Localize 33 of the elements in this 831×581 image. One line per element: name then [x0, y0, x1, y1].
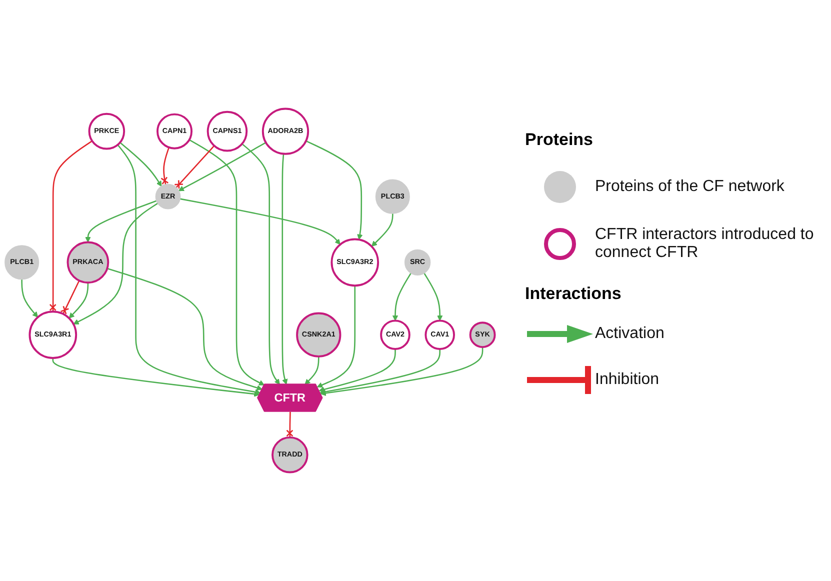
arrow	[85, 200, 157, 242]
legend-text: Inhibition	[595, 371, 660, 389]
arrow	[306, 140, 363, 240]
legend-text: CFTR interactors introduced to connect CFTR	[595, 226, 815, 262]
arrow	[188, 139, 265, 386]
connector	[49, 140, 93, 312]
legend-heading: Interactions	[525, 284, 622, 304]
arrow	[73, 202, 158, 324]
arrow	[68, 282, 89, 318]
arrow	[21, 279, 38, 318]
arrow	[52, 358, 260, 397]
arrow	[117, 144, 261, 395]
connector	[174, 145, 215, 190]
arrow	[318, 349, 396, 392]
arrow	[107, 268, 262, 391]
legend-text: Activation	[595, 325, 664, 343]
arrow	[320, 349, 440, 395]
legend-text: Proteins of the CF network	[595, 178, 784, 196]
connector	[286, 412, 294, 438]
legend-heading: Proteins	[525, 130, 594, 150]
arrow	[320, 347, 484, 396]
arrow	[304, 356, 320, 385]
arrow	[178, 142, 266, 192]
connector	[160, 147, 170, 185]
arrow	[371, 213, 394, 247]
arrow	[282, 154, 288, 385]
arrow	[242, 143, 280, 385]
arrow	[316, 286, 356, 388]
arrow	[180, 198, 340, 245]
arrow	[424, 272, 443, 321]
arrow	[120, 142, 162, 187]
connector	[60, 280, 80, 315]
arrow	[392, 272, 412, 321]
